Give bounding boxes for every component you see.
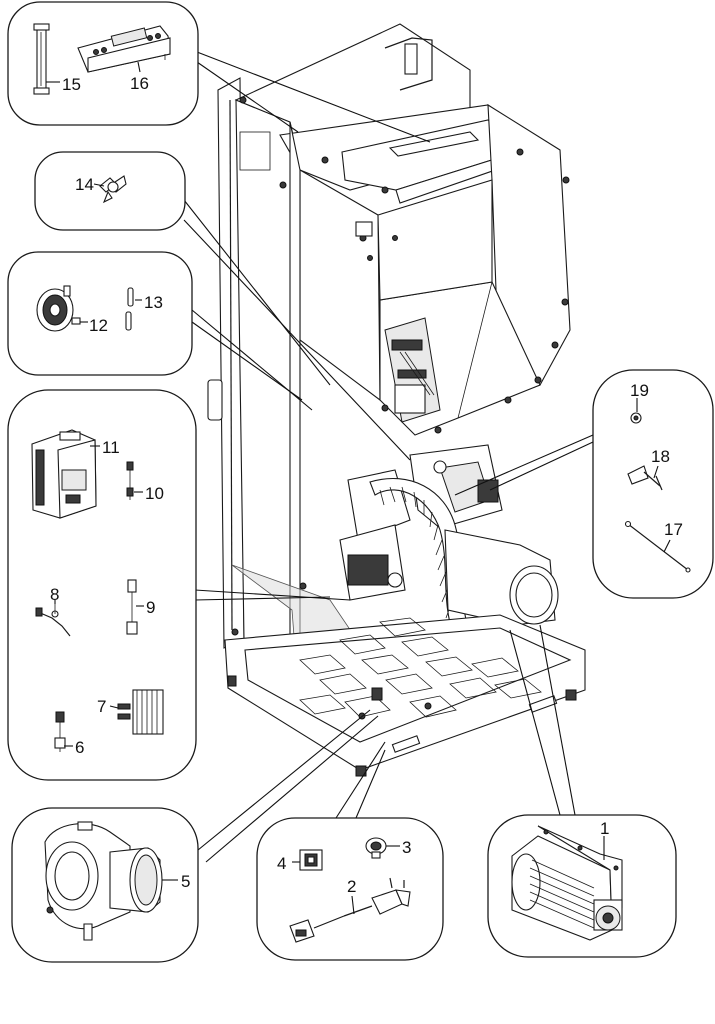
part-11-control-board-illustration bbox=[31, 429, 97, 519]
part-label-5: 5 bbox=[181, 872, 190, 891]
stove-body-illustration bbox=[207, 23, 586, 777]
part-8-sensor-illustration bbox=[35, 604, 71, 637]
part-label-12: 12 bbox=[89, 316, 108, 335]
part-10-connector-illustration bbox=[126, 461, 134, 500]
leader-lines bbox=[183, 51, 594, 863]
callout-group-2-4: 4 3 2 bbox=[256, 817, 444, 961]
part-16-control-panel-illustration bbox=[77, 25, 171, 73]
part-2-power-cord-illustration bbox=[289, 877, 411, 943]
part-label-9: 9 bbox=[146, 598, 155, 617]
callout-group-17-19: 19 18 17 bbox=[592, 369, 714, 599]
part-14-knob-illustration bbox=[99, 175, 127, 204]
part-6-cable-illustration bbox=[54, 711, 66, 752]
part-label-8: 8 bbox=[50, 585, 59, 604]
callout-group-5: 5 bbox=[11, 807, 199, 963]
callout-group-12-13: 12 13 bbox=[7, 251, 193, 376]
part-label-17: 17 bbox=[664, 520, 683, 539]
part-3-grommet-illustration bbox=[365, 837, 387, 859]
part-19-washer-illustration bbox=[630, 412, 642, 424]
part-label-7: 7 bbox=[97, 697, 106, 716]
part-label-16: 16 bbox=[130, 74, 149, 93]
part-18-bracket-illustration bbox=[627, 465, 663, 491]
part-label-13: 13 bbox=[144, 293, 163, 312]
callout-group-6-11: 11 10 9 8 7 6 bbox=[7, 389, 197, 781]
part-17-rod-illustration bbox=[624, 520, 691, 573]
part-label-15: 15 bbox=[62, 75, 81, 94]
part-15-bracket-illustration bbox=[33, 23, 50, 95]
part-label-6: 6 bbox=[75, 738, 84, 757]
part-label-3: 3 bbox=[402, 838, 411, 857]
callout-group-15-16: 15 16 bbox=[7, 1, 199, 126]
part-label-18: 18 bbox=[651, 447, 670, 466]
part-1-tangential-fan-illustration bbox=[511, 825, 623, 941]
part-13-tubes-illustration bbox=[125, 287, 134, 331]
part-label-11: 11 bbox=[102, 438, 120, 457]
part-label-2: 2 bbox=[347, 877, 356, 896]
part-label-4: 4 bbox=[277, 854, 286, 873]
part-9-connector-illustration bbox=[126, 579, 138, 635]
part-4-switch-illustration bbox=[299, 849, 323, 871]
part-label-19: 19 bbox=[630, 381, 649, 400]
part-label-1: 1 bbox=[600, 819, 609, 838]
part-label-10: 10 bbox=[145, 484, 164, 503]
part-7-wire-harness-illustration bbox=[117, 689, 164, 735]
part-12-pressure-switch-illustration bbox=[36, 285, 81, 332]
part-5-blower-illustration bbox=[44, 821, 163, 941]
callout-group-1: 1 bbox=[487, 814, 677, 958]
callout-group-14: 14 bbox=[34, 151, 186, 231]
part-label-14: 14 bbox=[75, 175, 94, 194]
